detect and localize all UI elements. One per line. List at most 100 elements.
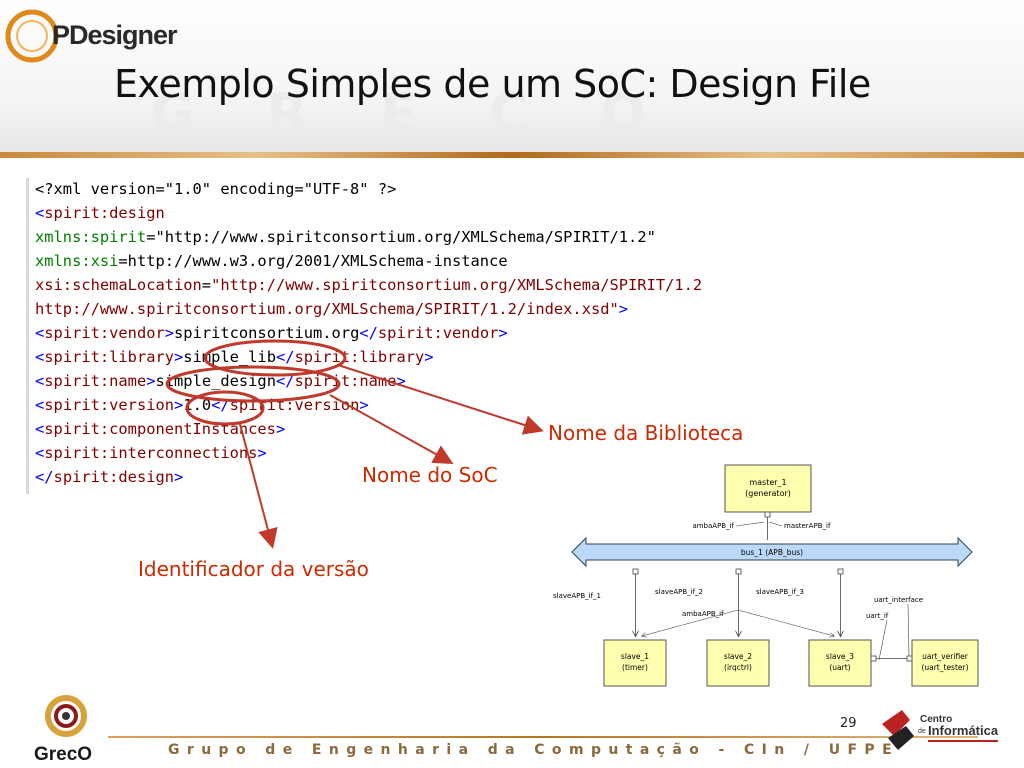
header-divider <box>0 152 1024 158</box>
code-token: spirit:name <box>294 372 397 390</box>
code-token: </ <box>211 396 230 414</box>
code-token: > <box>498 324 508 342</box>
annotation-library-label: Nome da Biblioteca <box>548 421 744 445</box>
code-token: < <box>35 324 45 342</box>
master-name: master_1 <box>749 478 786 487</box>
bus-port-3 <box>837 568 844 575</box>
slave-1-type: (timer) <box>622 663 648 672</box>
code-line: <spirit:componentInstances> <box>35 420 285 438</box>
pdesigner-logo-text: PDesigner <box>52 20 178 50</box>
code-token: > <box>275 420 286 438</box>
slave-3-type: (uart) <box>829 663 850 672</box>
code-token: spirit:componentInstances <box>44 420 276 438</box>
code-line: <spirit:vendor>spiritconsortium.org</spi… <box>35 324 508 342</box>
code-token: < <box>35 444 45 462</box>
cin-logo-line1: Centro <box>920 714 952 725</box>
label-uart-interface: uart_interface <box>874 596 923 604</box>
label-uart-if: uart_if <box>866 612 889 620</box>
code-token: =http:// <box>118 252 193 270</box>
code-token: > <box>396 372 406 390</box>
code-token: simple_design <box>155 372 276 390</box>
label-slaveAPB-if-2: slaveAPB_if_2 <box>655 588 703 596</box>
uart-port-slave <box>870 655 877 662</box>
code-token: </ <box>359 324 378 342</box>
bus-name: bus_1 (APB_bus) <box>741 548 803 557</box>
code-line: <?xml version="1.0" encoding="UTF-8" ?> <box>35 180 396 198</box>
code-token: spirit:library <box>44 348 175 366</box>
code-line: </spirit:design> <box>35 468 183 486</box>
code-token: </ <box>275 348 295 366</box>
footer-divider <box>108 736 978 738</box>
code-token: spirit:library <box>294 348 425 366</box>
code-token: http://www.spiritconsortium.org/XMLSchem… <box>35 300 619 318</box>
slave-2-type: (irqctrl) <box>724 663 752 672</box>
code-token: "http://www.spiritconsortium.org/XMLSche… <box>155 228 656 246</box>
slave-box-1 <box>603 639 667 687</box>
pdesigner-swirl-icon <box>5 9 59 63</box>
code-token: </ <box>275 372 295 390</box>
code-token: spirit:name <box>44 372 147 390</box>
code-token: <?xml version="1.0" encoding="UTF-8" ?> <box>35 180 397 198</box>
code-token: xmlns:xsi <box>35 252 119 270</box>
code-token: > <box>359 396 369 414</box>
code-token: spiritconsortium.org <box>174 324 360 342</box>
header-watermark: GRECO <box>150 82 719 145</box>
code-token: < <box>35 372 45 390</box>
page-number: 29 <box>840 716 857 731</box>
code-token: spirit:vendor <box>377 324 499 342</box>
code-line: http://www.spiritconsortium.org/XMLSchem… <box>35 300 628 318</box>
slide-header: GRECO <box>0 0 1024 152</box>
greco-logo-text: GrecO <box>34 744 92 765</box>
code-token: > <box>424 348 434 366</box>
cin-logo: Centro de Informática <box>882 710 999 750</box>
code-token: = <box>201 276 212 294</box>
cin-logo-line3: Informática <box>928 723 999 738</box>
master-type: (generator) <box>745 489 791 498</box>
code-line: xmlns:xsi=http://www.w3.org/2001/XMLSche… <box>35 252 508 270</box>
code-token: xmlns:spirit <box>35 228 147 246</box>
pdesigner-logo: PDesigner <box>4 6 178 66</box>
code-token: </ <box>35 468 54 486</box>
label-slaveAPB-if-3: slaveAPB_if_3 <box>756 588 804 596</box>
soc-architecture-diagram: master_1 (generator) ambaAPB_if masterAP… <box>553 464 979 687</box>
code-token: > <box>174 348 184 366</box>
slave-box-3 <box>808 639 872 687</box>
code-token: spirit:interconnections <box>44 444 258 462</box>
verifier-box <box>911 639 979 687</box>
code-line: <spirit:design <box>35 204 165 222</box>
annotation-soc-label: Nome do SoC <box>362 463 498 487</box>
greco-logo: GrecO <box>34 695 92 765</box>
code-token: spirit:vendor <box>44 324 165 342</box>
code-token: spirit:version <box>44 396 175 414</box>
code-token: www.w3.org/2001/XMLSchema-instance <box>192 252 508 270</box>
uart-port-verifier <box>906 655 913 662</box>
label-ambaAPB-if-top: ambaAPB_if <box>692 522 734 530</box>
verifier-type: (uart_tester) <box>921 663 968 672</box>
code-token: 1.0 <box>183 396 212 414</box>
code-token: > <box>164 324 175 342</box>
master-port <box>764 511 771 518</box>
slave-box-2 <box>706 639 770 687</box>
slave-3-name: slave_3 <box>826 652 854 661</box>
footer-text: Grupo de Engenharia da Computação - CIn … <box>168 742 900 758</box>
xml-code-block: <?xml version="1.0" encoding="UTF-8" ?> <… <box>26 178 859 494</box>
code-line: <spirit:name>simple_design</spirit:name> <box>35 372 406 390</box>
code-token: > <box>146 372 156 390</box>
code-token: "http://www.spiritconsortium.org/XMLSche… <box>211 276 703 294</box>
code-token: < <box>35 420 45 438</box>
code-token: > <box>174 468 184 486</box>
code-token: < <box>35 396 45 414</box>
slave-1-name: slave_1 <box>621 652 649 661</box>
verifier-name: uart_verifier <box>922 652 969 661</box>
bus-arrow <box>571 536 973 568</box>
cin-logo-line2: de <box>918 728 926 735</box>
label-ambaAPB-if-bottom: ambaAPB_if <box>682 610 724 618</box>
code-line: <spirit:library>simple_lib</spirit:libra… <box>35 348 434 366</box>
label-slaveAPB-if-1: slaveAPB_if_1 <box>553 592 601 600</box>
code-token: > <box>174 396 184 414</box>
code-token: = <box>146 228 156 246</box>
bus-port-1 <box>632 568 639 575</box>
annotation-version-label: Identificador da versão <box>138 557 369 581</box>
page-title: Exemplo Simples de um SoC: Design File <box>114 62 871 106</box>
code-token: spirit:version <box>229 396 360 414</box>
